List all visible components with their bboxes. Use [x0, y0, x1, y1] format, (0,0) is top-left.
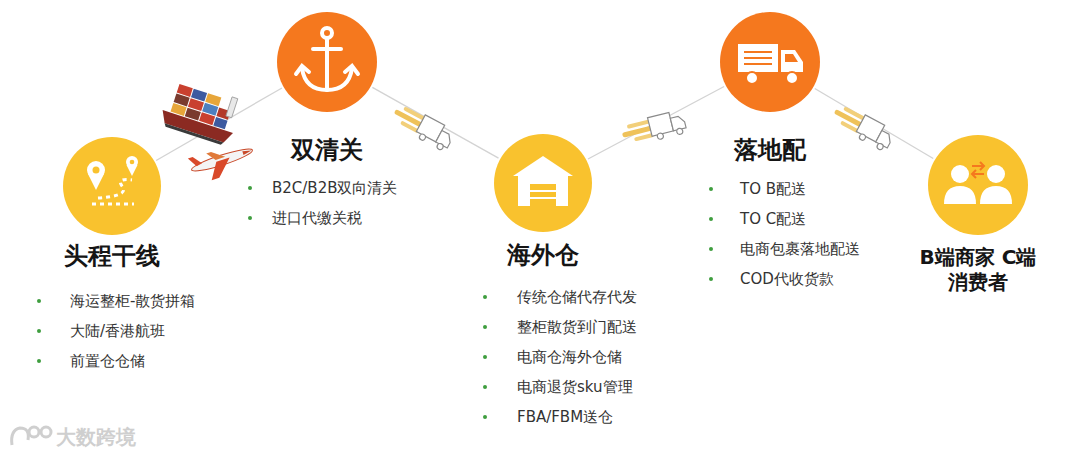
- bullet-dot: [709, 247, 713, 251]
- circle-outline: [720, 12, 820, 112]
- bullet-dot: [248, 186, 252, 190]
- bullet-text: 传统仓储代存代发: [517, 288, 637, 307]
- bullet-dot: [709, 217, 713, 221]
- flow-line: [372, 87, 498, 158]
- step-heading: 头程干线: [64, 241, 160, 271]
- bullet-text: 进口代缴关税: [272, 209, 362, 228]
- bullet-list: B2C/B2B双向清关进口代缴关税: [248, 173, 398, 233]
- bullet-text: 海运整柜-散货拼箱: [70, 292, 195, 311]
- circle-fill: [494, 134, 592, 232]
- circle-outline: [494, 134, 592, 232]
- step-heading: B端商家 C端消费者: [918, 245, 1038, 295]
- warehouse-icon: [513, 156, 573, 206]
- bullet-dot: [37, 299, 41, 303]
- bullet-text: 前置仓仓储: [70, 352, 145, 371]
- bullet-row: 整柜散货到门配送: [483, 312, 637, 342]
- bullet-text: TO C配送: [740, 210, 806, 229]
- circle-outline: [277, 12, 377, 112]
- bullet-dot: [483, 355, 487, 359]
- step-heading: 海外仓: [507, 240, 579, 270]
- step-heading: 落地配: [734, 135, 806, 165]
- circle-fill: [928, 135, 1028, 235]
- bullet-row: TO B配送: [709, 174, 860, 204]
- bullet-row: 前置仓仓储: [37, 346, 195, 376]
- bullet-dot: [483, 325, 487, 329]
- delivery-truck: [831, 103, 896, 153]
- bullet-row: 电商仓海外仓储: [483, 342, 637, 372]
- circle-outline: [928, 135, 1028, 235]
- bullet-row: 大陆/香港航班: [37, 316, 195, 346]
- bullet-row: TO C配送: [709, 204, 860, 234]
- bullet-dot: [37, 359, 41, 363]
- step-circle: 落地配TO B配送TO C配送电商包裹落地配送COD代收货款: [720, 12, 820, 112]
- bullet-dot: [483, 415, 487, 419]
- delivery-truck: [391, 103, 456, 153]
- step-circle: 头程干线海运整柜-散货拼箱大陆/香港航班前置仓仓储: [63, 137, 161, 235]
- watermark-logo: [12, 427, 51, 445]
- step-circle: 双清关B2C/B2B双向清关进口代缴关税: [277, 12, 377, 112]
- bullet-row: 传统仓储代存代发: [483, 282, 637, 312]
- bullet-text: 大陆/香港航班: [70, 322, 165, 341]
- step-circle: 海外仓传统仓储代存代发整柜散货到门配送电商仓海外仓储电商退货sku管理FBA/F…: [494, 134, 592, 232]
- bullet-list: 传统仓储代存代发整柜散货到门配送电商仓海外仓储电商退货sku管理 FBA/FBM送…: [483, 282, 637, 432]
- bullet-text: COD代收货款: [740, 270, 834, 289]
- step-heading: 双清关: [291, 135, 363, 165]
- bullet-text: 电商退货sku管理: [517, 378, 633, 397]
- bullet-list: TO B配送 TO C配送电商包裹落地配送 COD代收货款: [709, 174, 860, 294]
- flow-line: [815, 88, 933, 158]
- bullet-row: FBA/FBM送仓: [483, 402, 637, 432]
- circle-outline: [63, 137, 161, 235]
- flow-line: [156, 88, 282, 161]
- circle-fill: [277, 12, 377, 112]
- bullet-text: 整柜散货到门配送: [517, 318, 637, 337]
- bullet-row: 电商包裹落地配送: [709, 234, 860, 264]
- circle-fill: [720, 12, 820, 112]
- bullet-row: COD代收货款: [709, 264, 860, 294]
- bullet-dot: [709, 187, 713, 191]
- anchor-icon: [296, 28, 358, 90]
- bullet-text: 电商仓海外仓储: [517, 348, 622, 367]
- bullet-text: 电商包裹落地配送: [740, 240, 860, 259]
- truck-icon: [738, 44, 803, 84]
- bullet-dot: [483, 385, 487, 389]
- bullet-row: 海运整柜-散货拼箱: [37, 286, 195, 316]
- bullet-dot: [709, 277, 713, 281]
- bullet-dot: [37, 329, 41, 333]
- people-icon: [944, 162, 1012, 204]
- bullet-row: 电商退货sku管理: [483, 372, 637, 402]
- step-circle: B端商家 C端消费者: [928, 135, 1028, 235]
- cargo-ship: [158, 78, 244, 147]
- bullet-dot: [248, 216, 252, 220]
- route-icon: [87, 156, 138, 204]
- flow-line: [588, 86, 724, 159]
- bullet-text: FBA/FBM送仓: [517, 408, 613, 427]
- delivery-truck: [622, 109, 687, 147]
- bullet-row: B2C/B2B双向清关: [248, 173, 398, 203]
- bullet-dot: [483, 295, 487, 299]
- watermark: 大数跨境: [56, 424, 136, 451]
- bullet-row: 进口代缴关税: [248, 203, 398, 233]
- bullet-text: B2C/B2B双向清关: [272, 179, 398, 198]
- bullet-text: TO B配送: [740, 180, 806, 199]
- bullet-list: 海运整柜-散货拼箱大陆/香港航班前置仓仓储: [37, 286, 195, 376]
- airplane: [188, 139, 258, 185]
- circle-fill: [63, 137, 161, 235]
